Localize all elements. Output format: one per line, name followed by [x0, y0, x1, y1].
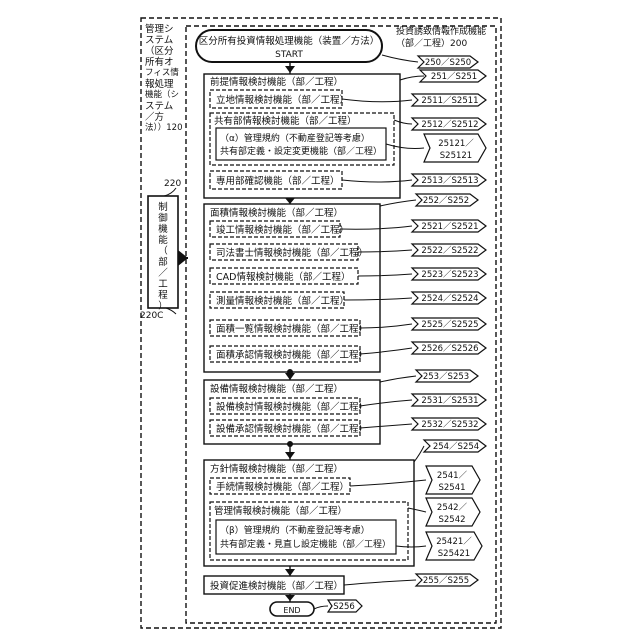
flow-arrow — [285, 569, 295, 576]
svg-text:254／S254: 254／S254 — [433, 442, 479, 452]
svg-text:S25121: S25121 — [440, 151, 472, 161]
svg-text:面積一覧情報検討機能（部／工程）: 面積一覧情報検討機能（部／工程） — [216, 323, 368, 335]
flow-arrow — [285, 452, 295, 459]
function-label-line2: （部／工程）200 — [396, 37, 467, 49]
group-policy-info-title: 方針情報検討機能（部／工程） — [210, 463, 343, 475]
control-ref-bottom: 220C — [140, 311, 163, 321]
function-label-line1: 投資誘致情報作成機能 — [396, 25, 486, 37]
svg-text:S2541: S2541 — [438, 483, 465, 493]
svg-text:2541／: 2541／ — [437, 471, 468, 481]
svg-text:25121／: 25121／ — [438, 139, 474, 149]
svg-text:司法書士情報検討機能（部／工程）: 司法書士情報検討機能（部／工程） — [216, 247, 368, 259]
svg-text:2523／S2523: 2523／S2523 — [421, 270, 478, 280]
svg-text:2524／S2524: 2524／S2524 — [421, 294, 478, 304]
svg-text:共有部定義・設定変更機能（部／工程）: 共有部定義・設定変更機能（部／工程） — [220, 145, 382, 157]
flow-arrow — [285, 595, 295, 601]
svg-text:25421／: 25421／ — [436, 537, 472, 547]
svg-text:CAD情報検討機能（部／工程）: CAD情報検討機能（部／工程） — [216, 271, 350, 283]
svg-text:手続情報検討機能（部／工程）: 手続情報検討機能（部／工程） — [216, 481, 349, 493]
end-label: END — [283, 606, 300, 615]
svg-text:252／S252: 252／S252 — [423, 196, 469, 206]
svg-text:255／S255: 255／S255 — [423, 576, 469, 586]
svg-text:管理情報検討機能（部／工程）: 管理情報検討機能（部／工程） — [214, 505, 347, 517]
svg-text:251／S251: 251／S251 — [431, 72, 477, 82]
svg-text:250／S250: 250／S250 — [425, 58, 471, 68]
svg-text:S2542: S2542 — [438, 515, 465, 525]
svg-text:S25421: S25421 — [438, 549, 470, 559]
group-prerequisite-title: 前提情報検討機能（部／工程） — [210, 76, 343, 88]
flow-arrow — [285, 198, 295, 204]
svg-text:2542／: 2542／ — [437, 503, 468, 513]
svg-text:2532／S2532: 2532／S2532 — [421, 420, 478, 430]
group-area-info-title: 面積情報検討機能（部／工程） — [210, 207, 343, 219]
svg-text:2522／S2522: 2522／S2522 — [421, 246, 478, 256]
svg-text:2512／S2512: 2512／S2512 — [421, 120, 478, 130]
svg-text:2521／S2521: 2521／S2521 — [421, 222, 478, 232]
svg-text:竣工情報検討機能（部／工程）: 竣工情報検討機能（部／工程） — [216, 224, 349, 236]
svg-text:面積承認情報検討機能（部／工程）: 面積承認情報検討機能（部／工程） — [216, 349, 368, 361]
svg-text:共有部定義・見直し設定機能（部／工程）: 共有部定義・見直し設定機能（部／工程） — [220, 538, 391, 550]
start-sublabel: START — [275, 50, 303, 60]
svg-text:投資促進検討機能（部／工程）: 投資促進検討機能（部／工程） — [210, 580, 343, 592]
svg-text:2511／S2511: 2511／S2511 — [421, 96, 478, 106]
flow-arrow — [285, 66, 295, 73]
svg-text:立地情報検討機能（部／工程）: 立地情報検討機能（部／工程） — [216, 94, 349, 106]
svg-text:共有部情報検討機能（部／工程）: 共有部情報検討機能（部／工程） — [214, 115, 357, 127]
svg-text:測量情報検討機能（部／工程）: 測量情報検討機能（部／工程） — [216, 295, 349, 307]
start-label: 区分所有投資情報処理機能（装置／方法） — [199, 35, 380, 47]
svg-text:（β）管理規約（不動産登記等考慮）: （β）管理規約（不動産登記等考慮） — [220, 524, 370, 536]
svg-text:2525／S2525: 2525／S2525 — [421, 320, 478, 330]
group-equipment-info-title: 設備情報検討機能（部／工程） — [210, 383, 343, 395]
svg-text:2526／S2526: 2526／S2526 — [421, 344, 478, 354]
system-label: 管理シ ステム （区分 所有オ フィス情 報処理 機能（シ ステム ／方 法））… — [145, 24, 187, 134]
svg-text:2513／S2513: 2513／S2513 — [421, 176, 478, 186]
svg-text:S256: S256 — [333, 602, 355, 612]
svg-text:253／S253: 253／S253 — [423, 372, 469, 382]
svg-text:設備検討情報検討機能（部／工程）: 設備検討情報検討機能（部／工程） — [216, 401, 368, 413]
control-label: 制 御 機 能 （ 部 ／ 工 程 ） — [156, 202, 170, 312]
svg-text:（α）管理規約（不動産登記等考慮）: （α）管理規約（不動産登記等考慮） — [220, 132, 370, 144]
svg-text:専用部確認機能（部／工程）: 専用部確認機能（部／工程） — [216, 175, 340, 187]
control-ref-top: 220 — [164, 179, 181, 189]
svg-text:設備承認情報検討機能（部／工程）: 設備承認情報検討機能（部／工程） — [216, 423, 368, 435]
svg-text:2531／S2531: 2531／S2531 — [421, 396, 478, 406]
